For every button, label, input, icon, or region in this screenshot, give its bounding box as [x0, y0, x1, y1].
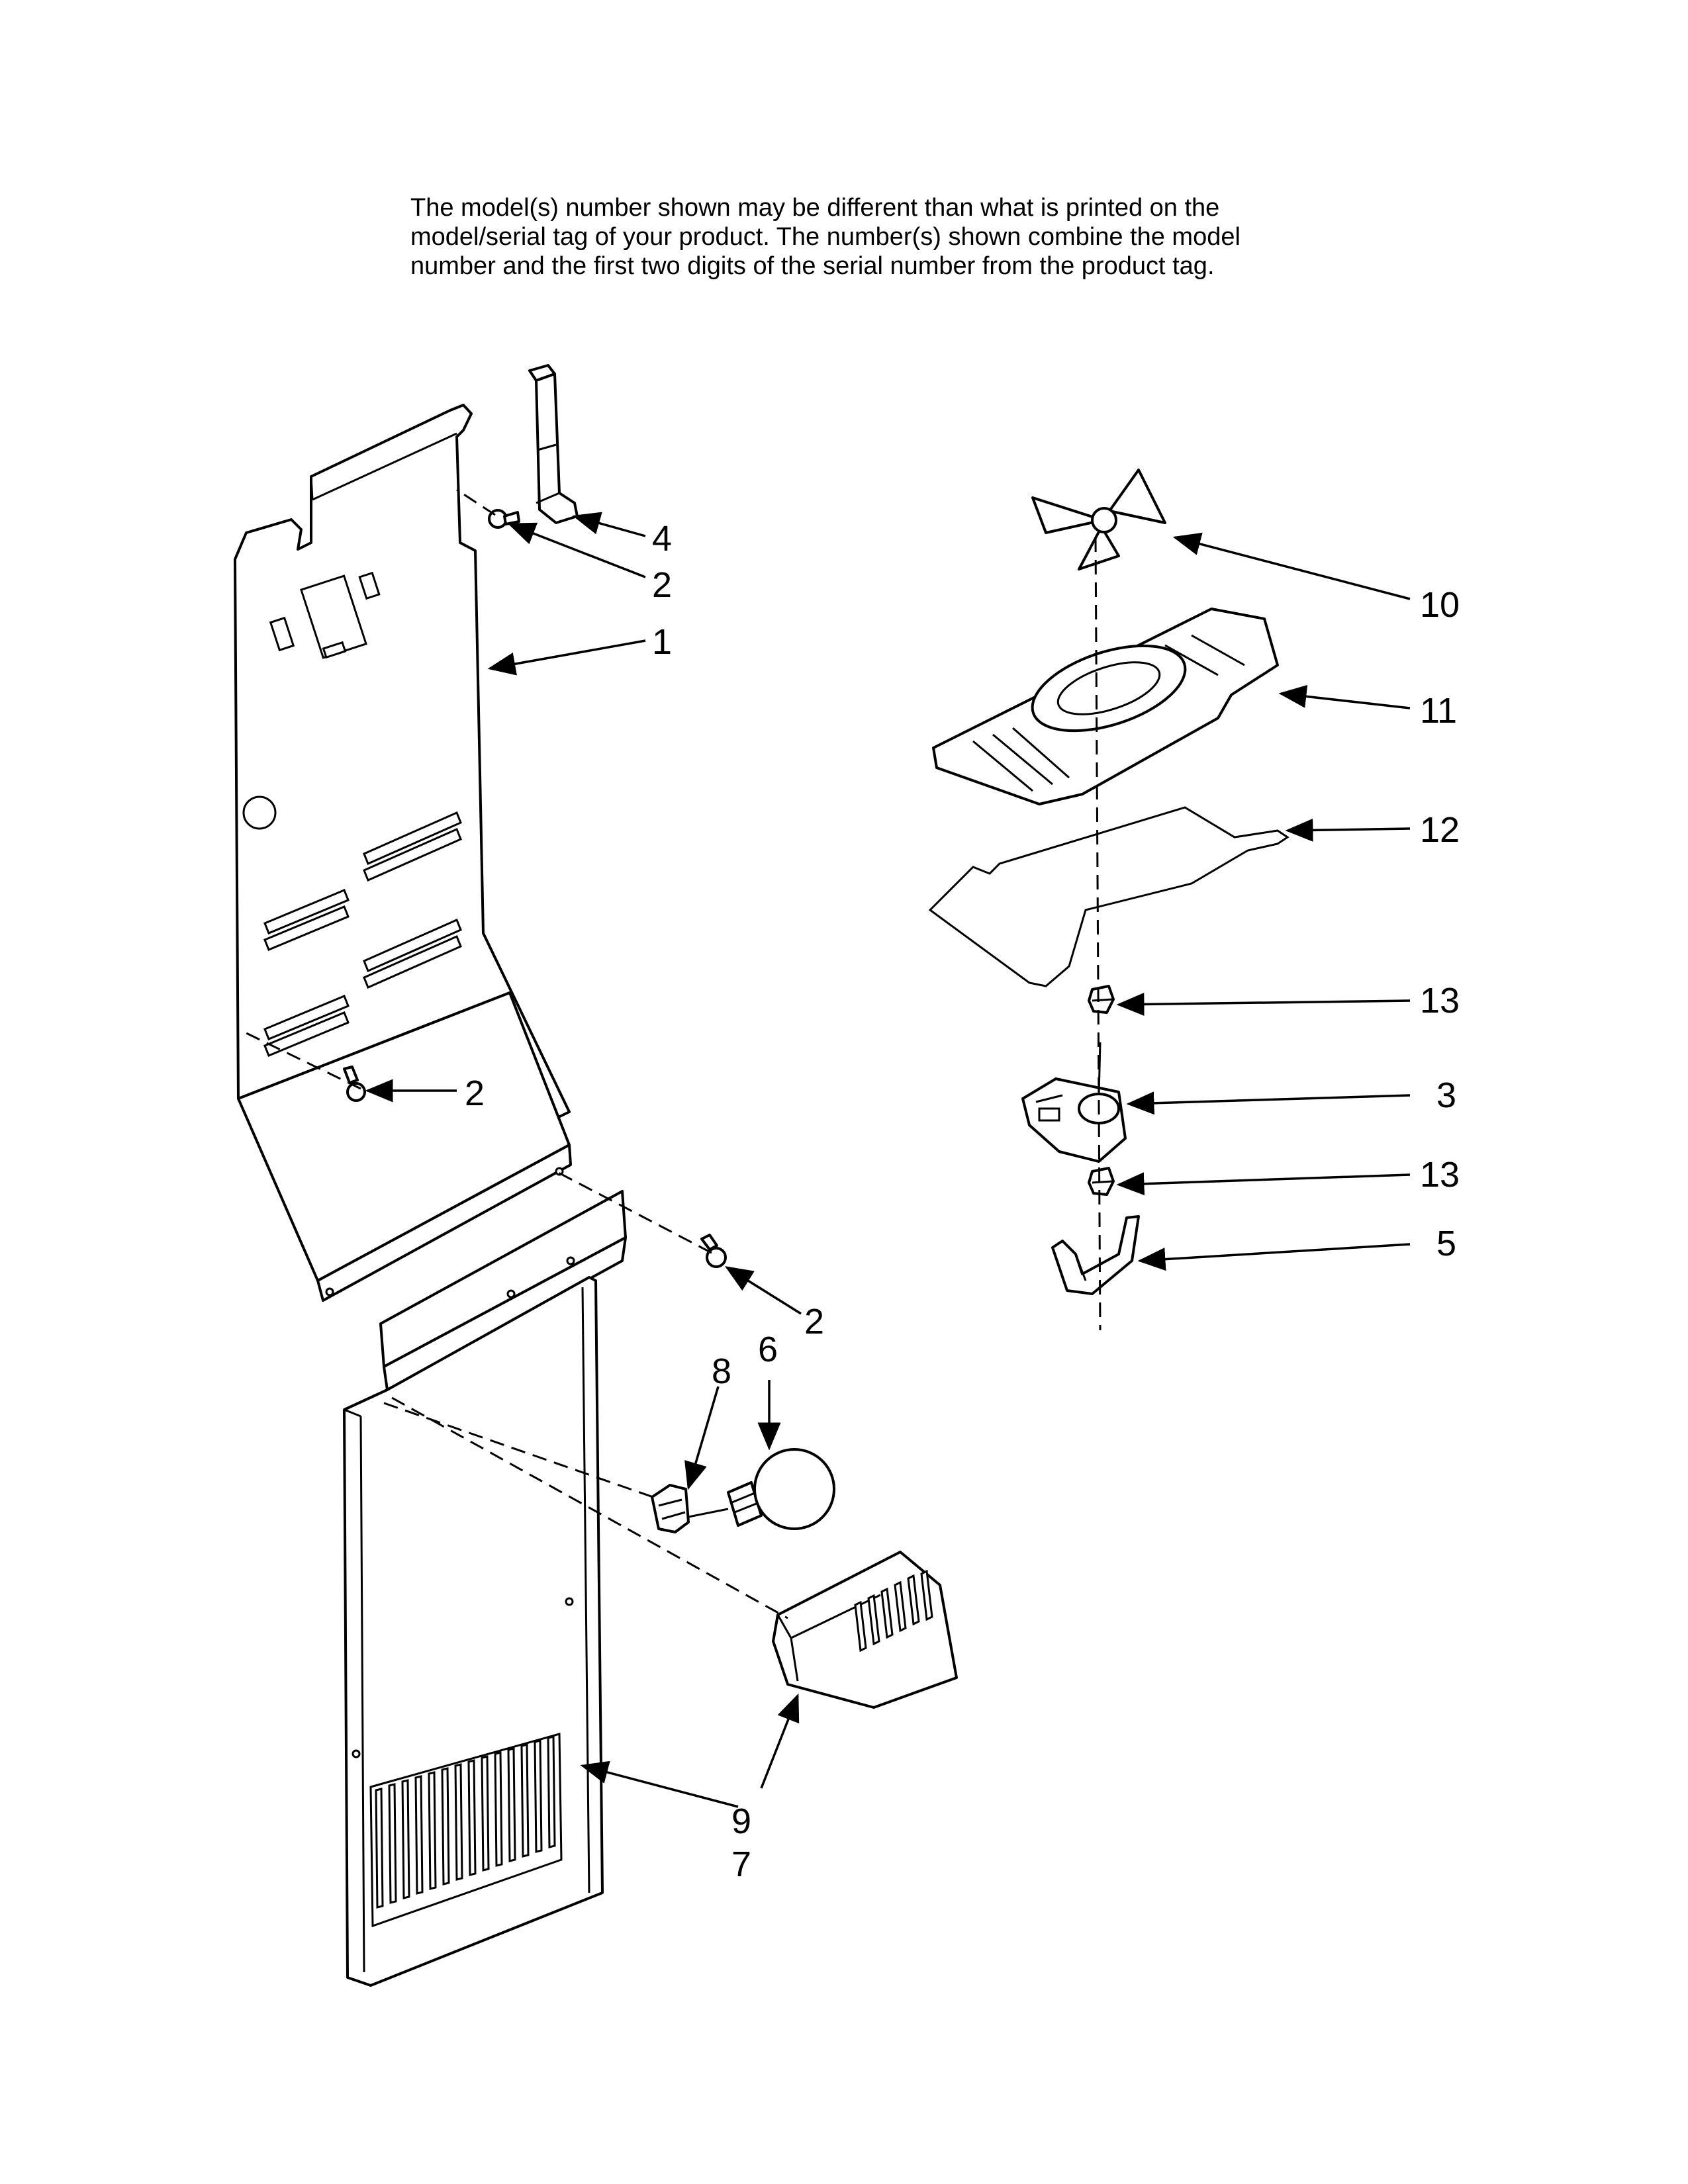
callout-2-middle: 2	[465, 1073, 485, 1113]
model-number-note: The model(s) number shown may be differe…	[410, 193, 1337, 281]
part-3-motor	[1021, 1042, 1127, 1163]
callout-6: 6	[758, 1330, 778, 1369]
callout-7: 7	[731, 1844, 751, 1884]
part-5-motor-bracket	[1051, 1215, 1140, 1295]
part-10-fan-blade	[1031, 469, 1166, 570]
mounting-rail	[379, 1190, 627, 1391]
callout-labels: 4 2 1 2 2 8 6 9 7 10 11 12 13 3 13 5	[465, 519, 1460, 1884]
callout-10: 10	[1420, 585, 1460, 625]
part-7-lower-panel	[343, 1276, 604, 1987]
callout-4: 4	[652, 519, 672, 559]
note-line-3: number and the first two digits of the s…	[410, 252, 1215, 280]
part-4-bracket	[528, 364, 579, 524]
callout-2-upper: 2	[652, 565, 672, 605]
part-13-grommet-lower	[1088, 1167, 1115, 1196]
part-6-bulb	[688, 1448, 835, 1530]
callout-3: 3	[1436, 1075, 1456, 1115]
part-9-light-shield	[772, 1551, 958, 1709]
callout-12: 12	[1420, 810, 1460, 850]
callout-5: 5	[1436, 1224, 1456, 1263]
part-8-socket	[651, 1484, 690, 1533]
vent-louvers	[375, 1735, 556, 1909]
part-12-gasket	[928, 806, 1289, 987]
assembly-lines	[244, 488, 1102, 1619]
note-line-2: model/serial tag of your product. The nu…	[410, 223, 1241, 251]
callout-8: 8	[712, 1351, 731, 1391]
leader-lines	[365, 512, 1411, 1808]
part-2-screw-lower	[700, 1234, 727, 1268]
part-13-grommet-upper	[1088, 985, 1115, 1014]
part-11-fan-housing	[932, 608, 1279, 805]
note-line-1: The model(s) number shown may be differe…	[410, 194, 1220, 222]
callout-9: 9	[731, 1801, 751, 1841]
part-1-duct-panel	[234, 404, 572, 1302]
callout-2-lower: 2	[804, 1302, 824, 1342]
shield-vent-slots	[854, 1569, 933, 1653]
callout-11: 11	[1420, 691, 1457, 731]
callout-13-upper: 13	[1420, 981, 1460, 1021]
callout-13-lower: 13	[1420, 1155, 1460, 1195]
callout-1: 1	[652, 622, 672, 662]
